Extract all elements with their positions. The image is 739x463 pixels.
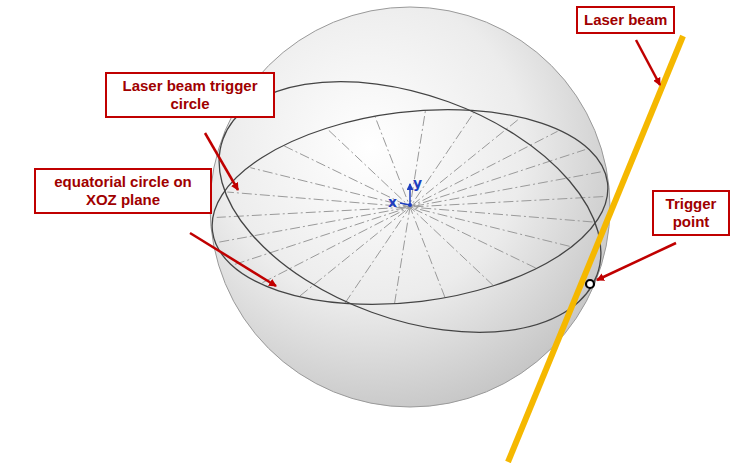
- callout-text: Laser beam trigger circle: [113, 77, 267, 113]
- origin: [408, 203, 412, 207]
- callout-box: Trigger point: [652, 190, 730, 236]
- callout-box: Laser beam: [576, 6, 675, 34]
- axis-label: y: [413, 176, 422, 190]
- radial-line: [284, 146, 535, 268]
- radial-line: [250, 168, 569, 247]
- radial-line: [345, 111, 475, 303]
- callout-text: Trigger point: [660, 195, 722, 231]
- radial-line: [219, 172, 600, 242]
- equatorial-circle: [201, 88, 619, 325]
- callout-box: Laser beam trigger circle: [105, 72, 275, 118]
- callout-text: equatorial circle on XOZ plane: [42, 173, 204, 209]
- leader-line: [597, 243, 676, 280]
- callout-box: equatorial circle on XOZ plane: [34, 168, 212, 214]
- radial-line: [235, 150, 585, 265]
- radial-line: [375, 116, 445, 297]
- radial-line: [262, 131, 557, 282]
- trigger-point-dot: [586, 280, 594, 288]
- radial-line: [327, 128, 493, 285]
- laser-beam-line: [508, 36, 683, 462]
- leader-line: [190, 233, 276, 286]
- sphere: [210, 7, 610, 407]
- callout-text: Laser beam: [584, 11, 667, 29]
- radial-line: [395, 110, 426, 303]
- radial-line: [300, 118, 520, 296]
- radial-lines: [217, 110, 604, 303]
- leader-line: [636, 40, 660, 85]
- y-axis: [409, 184, 411, 205]
- axis-label: x: [388, 195, 397, 209]
